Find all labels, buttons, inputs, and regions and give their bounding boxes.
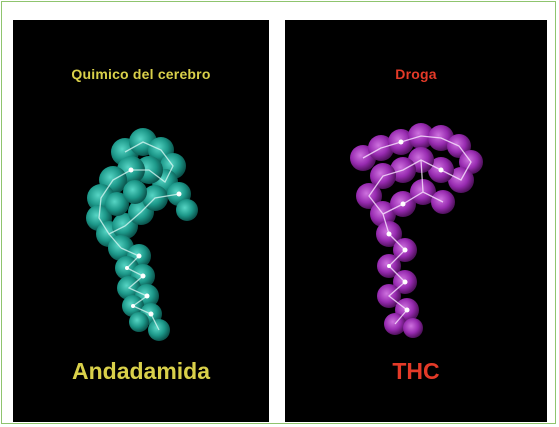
thc-molecule-icon (350, 123, 483, 338)
molecule-name-thc: THC (392, 358, 440, 384)
panel-anandamide: Quimico del cerebro (13, 20, 269, 422)
panel-title-drug: Droga (395, 66, 437, 82)
molecule-name-andadamida: Andadamida (71, 358, 211, 384)
anandamide-molecule-icon (86, 128, 198, 341)
panel-thc: Droga (285, 20, 547, 422)
panel-title-brain-chemical: Quimico del cerebro (71, 66, 211, 82)
